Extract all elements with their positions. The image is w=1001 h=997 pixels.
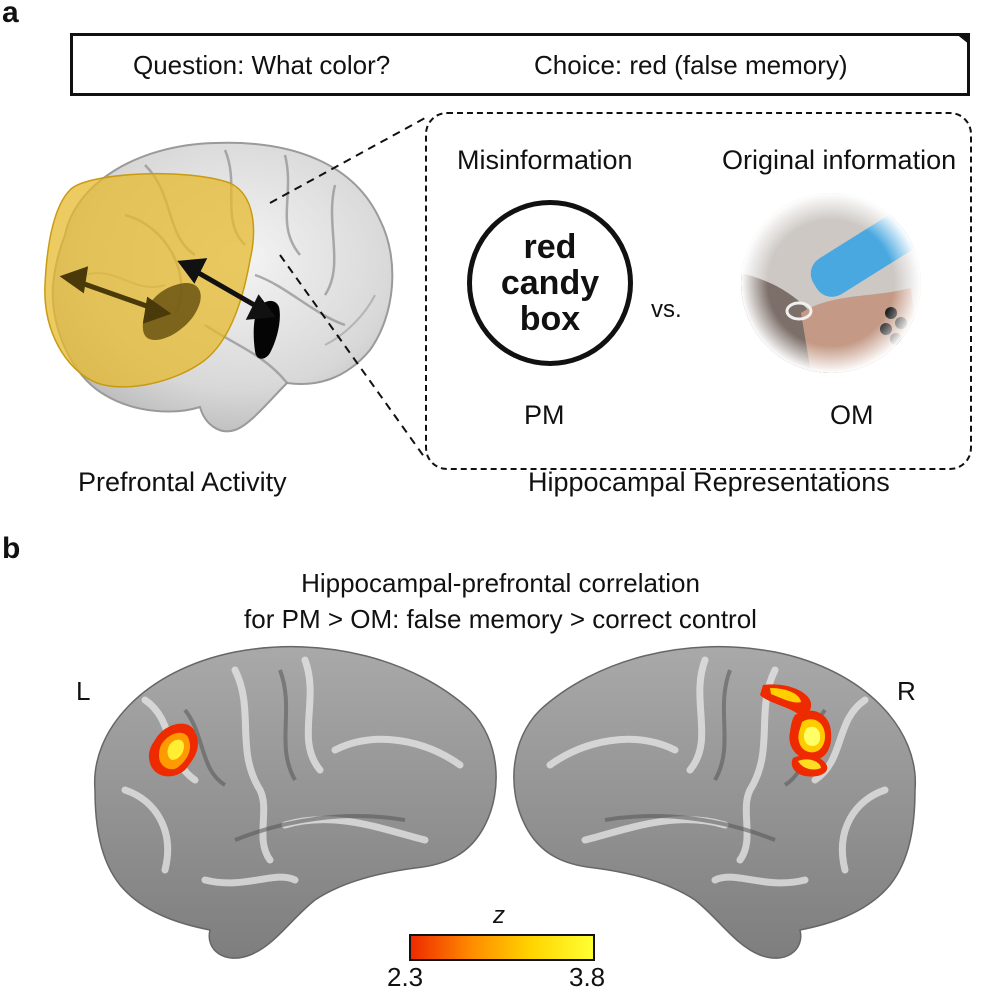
panel-b-title-line2: for PM > OM: false memory > correct cont… <box>244 604 757 634</box>
om-label: OM <box>830 400 874 430</box>
prefrontal-overlay <box>44 172 255 388</box>
projection-lines <box>269 117 426 459</box>
question-text: Question: What color? <box>133 50 391 80</box>
panel-b-title-line1: Hippocampal-prefrontal correlation <box>301 568 700 598</box>
right-hemisphere-label: R <box>897 676 916 706</box>
hippocampal-prefrontal-arrow <box>177 258 276 320</box>
right-hemisphere-brain <box>513 646 916 959</box>
original-information-label: Original information <box>722 145 957 175</box>
misinfo-word-2: candy <box>500 264 600 302</box>
left-hemisphere-brain <box>94 646 497 959</box>
colorbar-min: 2.3 <box>387 962 424 992</box>
hippocampal-representations-label: Hippocampal Representations <box>528 467 890 497</box>
misinformation-circle: red candy box <box>467 200 633 366</box>
prefrontal-double-arrow <box>59 266 172 324</box>
z-colorbar <box>409 934 595 961</box>
misinfo-word-1: red <box>523 228 577 266</box>
left-hemisphere-label: L <box>76 676 91 706</box>
right-activation-cluster <box>760 684 832 777</box>
panel-a-letter: a <box>2 0 19 29</box>
prefrontal-activity-label: Prefrontal Activity <box>78 467 287 497</box>
pm-label: PM <box>524 400 565 430</box>
colorbar-label: z <box>493 902 505 929</box>
choice-text: Choice: red (false memory) <box>534 50 848 80</box>
prefrontal-blob <box>142 282 201 340</box>
question-choice-box: Question: What color? Choice: red (false… <box>70 33 970 96</box>
colorbar-max: 3.8 <box>569 962 606 992</box>
misinformation-label: Misinformation <box>457 145 633 175</box>
misinfo-word-3: box <box>519 300 581 338</box>
brain-illustration <box>44 141 394 433</box>
vs-label: vs. <box>651 296 682 323</box>
panel-b-letter: b <box>2 532 21 565</box>
hippocampal-representations-box <box>425 112 972 470</box>
original-information-photo <box>741 193 921 373</box>
left-activation-cluster <box>148 723 198 777</box>
box-folded-corner <box>955 33 970 45</box>
